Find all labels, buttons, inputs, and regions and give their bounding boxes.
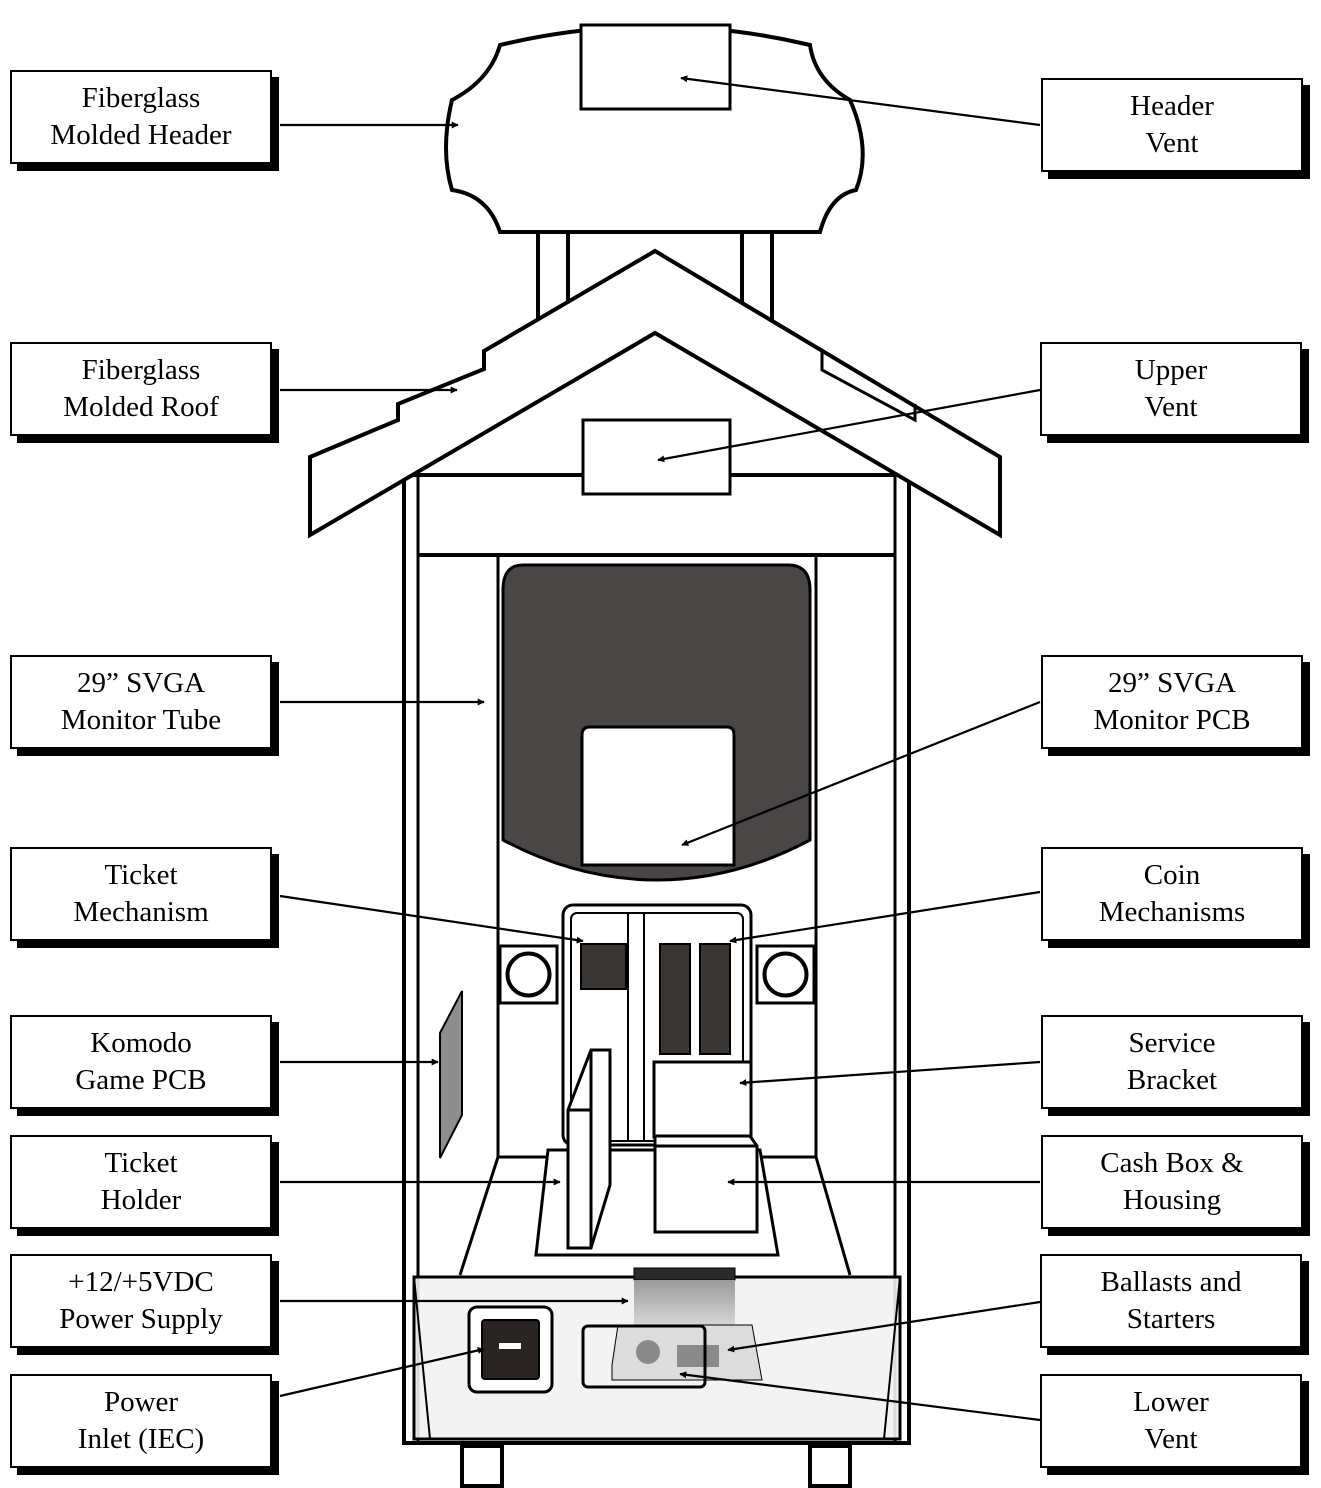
label-ballasts: Ballasts and Starters xyxy=(1040,1254,1302,1348)
right-foot xyxy=(808,1444,852,1488)
label-header-vent-line2: Vent xyxy=(1145,127,1199,159)
left-speaker-cone xyxy=(505,951,552,998)
label-ticket-holder-line2: Holder xyxy=(100,1184,182,1216)
lower-panel-diag-left xyxy=(413,1276,431,1440)
label-lower-vent: Lower Vent xyxy=(1040,1374,1302,1468)
label-header-vent: Header Vent xyxy=(1041,78,1303,172)
label-power-supply: +12/+5VDC Power Supply xyxy=(10,1254,272,1348)
monitor-pcb-shape xyxy=(580,725,736,867)
label-service-bracket-line2: Bracket xyxy=(1126,1064,1218,1096)
label-header-vent-line1: Header xyxy=(1130,90,1214,122)
komodo-game-pcb-shape xyxy=(439,990,463,1159)
label-monitor-pcb-line2: Monitor PCB xyxy=(1093,704,1251,736)
floor-perspective-left xyxy=(458,1156,500,1276)
label-cash-box-line2: Housing xyxy=(1122,1184,1222,1216)
right-speaker-cone xyxy=(762,951,809,998)
label-komodo-pcb-line1: Komodo xyxy=(90,1027,192,1059)
label-komodo-pcb-line2: Game PCB xyxy=(75,1064,207,1096)
ticket-mechanism-block xyxy=(580,943,627,990)
cash-box-shape xyxy=(653,1134,759,1234)
label-ticket-mechanism: Ticket Mechanism xyxy=(10,847,272,941)
label-upper-vent-line2: Vent xyxy=(1144,391,1198,423)
lower-components xyxy=(534,1048,780,1257)
coin-mech-left xyxy=(659,943,691,1055)
label-ticket-holder-line1: Ticket xyxy=(104,1147,178,1179)
upper-vent-shape xyxy=(581,418,732,496)
label-monitor-pcb-line1: 29” SVGA xyxy=(1107,667,1237,699)
leader-header-vent xyxy=(680,75,1041,127)
label-service-bracket-line1: Service xyxy=(1128,1027,1216,1059)
label-coin-mechanisms-line2: Mechanisms xyxy=(1098,896,1246,928)
label-monitor-tube: 29” SVGA Monitor Tube xyxy=(10,655,272,749)
coin-door-divider xyxy=(627,912,645,1142)
label-coin-mechanisms-line1: Coin xyxy=(1143,859,1201,891)
leader-ballasts xyxy=(727,1300,1041,1353)
label-ticket-holder: Ticket Holder xyxy=(10,1135,272,1229)
leader-lower-vent xyxy=(679,1371,1041,1422)
label-power-inlet-line2: Inlet (IEC) xyxy=(77,1423,205,1455)
leader-upper-vent xyxy=(657,388,1041,463)
label-power-supply-line1: +12/+5VDC xyxy=(68,1266,214,1298)
leader-coin-mechanisms xyxy=(729,890,1041,944)
label-lower-vent-line2: Vent xyxy=(1144,1423,1198,1455)
label-fiberglass-roof: Fiberglass Molded Roof xyxy=(10,342,272,436)
label-monitor-pcb: 29” SVGA Monitor PCB xyxy=(1041,655,1303,749)
power-inlet-socket xyxy=(481,1319,540,1380)
power-supply-shape xyxy=(634,1280,735,1325)
label-ticket-mechanism-line1: Ticket xyxy=(104,859,178,891)
label-ticket-mechanism-line2: Mechanism xyxy=(73,896,209,928)
leader-service-bracket xyxy=(739,1060,1041,1087)
label-fiberglass-roof-line1: Fiberglass xyxy=(81,354,201,386)
left-foot xyxy=(460,1444,504,1488)
label-monitor-tube-line2: Monitor Tube xyxy=(60,704,222,736)
label-ballasts-line1: Ballasts and xyxy=(1100,1266,1242,1298)
lower-vent-shape xyxy=(581,1324,707,1389)
label-monitor-tube-line1: 29” SVGA xyxy=(76,667,206,699)
label-power-inlet: Power Inlet (IEC) xyxy=(10,1374,272,1468)
label-fiberglass-header-line2: Molded Header xyxy=(50,119,232,151)
label-fiberglass-header-line1: Fiberglass xyxy=(81,82,201,114)
label-power-supply-line2: Power Supply xyxy=(59,1303,223,1335)
label-cash-box-line1: Cash Box & xyxy=(1100,1147,1244,1179)
cabinet-feet xyxy=(460,1444,852,1488)
label-lower-vent-line1: Lower xyxy=(1133,1386,1209,1418)
leader-ticket-mechanism xyxy=(279,894,584,944)
power-supply-top xyxy=(633,1267,736,1281)
label-fiberglass-roof-line2: Molded Roof xyxy=(63,391,219,423)
power-inlet-pin xyxy=(499,1343,521,1349)
service-bracket-shape xyxy=(652,1060,753,1139)
label-upper-vent-line1: Upper xyxy=(1134,354,1208,386)
lower-panel xyxy=(412,1267,902,1441)
starter-circle xyxy=(636,1340,660,1364)
label-ballasts-line2: Starters xyxy=(1126,1303,1216,1335)
leader-lines xyxy=(279,75,1041,1422)
label-coin-mechanisms: Coin Mechanisms xyxy=(1041,847,1303,941)
label-power-inlet-line1: Power xyxy=(103,1386,179,1418)
leader-power-inlet xyxy=(279,1347,485,1398)
coin-mech-right xyxy=(699,943,731,1055)
label-upper-vent: Upper Vent xyxy=(1040,342,1302,436)
label-komodo-pcb: Komodo Game PCB xyxy=(10,1015,272,1109)
leader-monitor-pcb xyxy=(681,700,1041,847)
lower-panel-diag-right xyxy=(883,1276,901,1440)
label-fiberglass-header: Fiberglass Molded Header xyxy=(10,70,272,164)
label-service-bracket: Service Bracket xyxy=(1041,1015,1303,1109)
ballast-block xyxy=(677,1345,719,1367)
speakers xyxy=(498,944,816,1005)
header-group xyxy=(444,23,865,234)
header-vent-shape xyxy=(579,23,732,111)
label-cash-box: Cash Box & Housing xyxy=(1041,1135,1303,1229)
floor-perspective-right xyxy=(814,1156,852,1276)
